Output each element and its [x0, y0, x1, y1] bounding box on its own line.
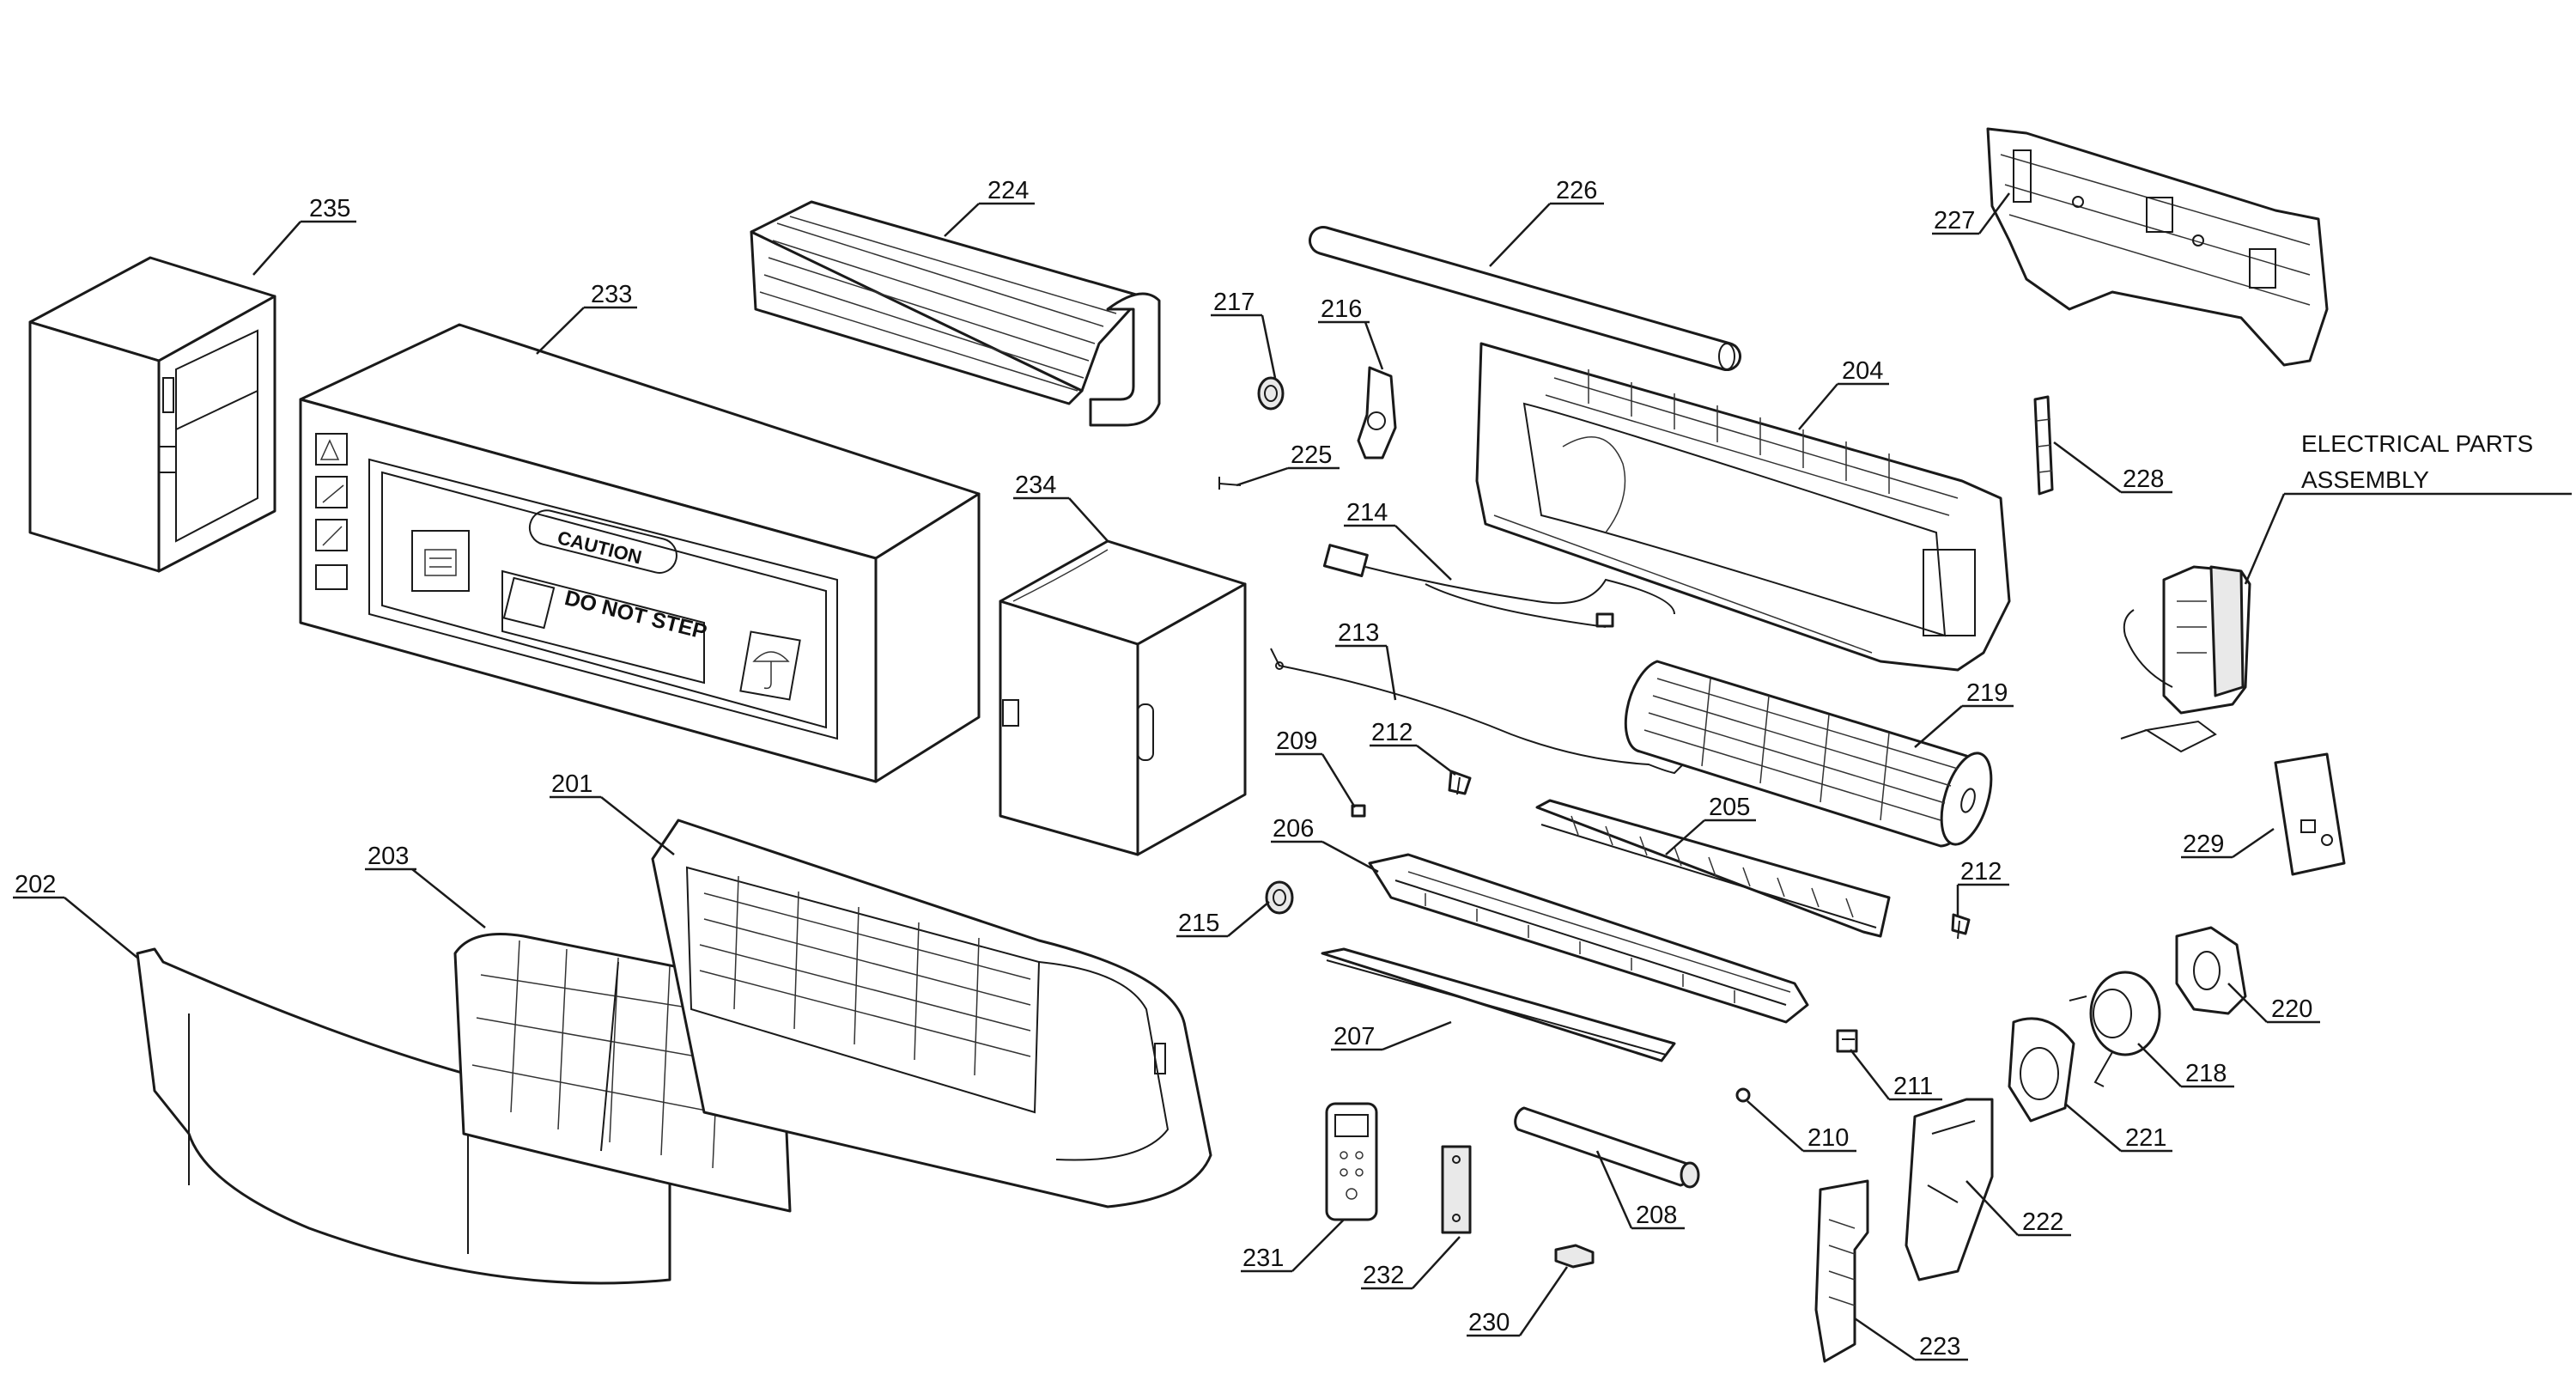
electrical-parts-line1: ELECTRICAL PARTS — [2301, 430, 2533, 457]
label-225: 225 — [1291, 441, 1332, 469]
label-227: 227 — [1934, 207, 1975, 234]
label-220: 220 — [2271, 995, 2312, 1023]
label-219: 219 — [1966, 679, 2008, 707]
label-234: 234 — [1015, 472, 1056, 499]
part-234-end-cushion — [999, 539, 1247, 856]
label-214: 214 — [1346, 499, 1388, 527]
part-231-remote — [1325, 1102, 1378, 1221]
part-209-screw — [1351, 804, 1366, 818]
part-224-evaporator — [750, 200, 1161, 427]
label-229: 229 — [2183, 831, 2224, 858]
label-205: 205 — [1709, 794, 1750, 821]
part-229-panel — [2274, 752, 2346, 876]
label-206: 206 — [1273, 815, 1314, 843]
label-218: 218 — [2185, 1060, 2227, 1087]
part-211-sensor — [1836, 1029, 1858, 1053]
part-208-shaft — [1514, 1106, 1700, 1189]
label-202: 202 — [15, 871, 56, 898]
part-210-screw — [1735, 1087, 1751, 1103]
label-231: 231 — [1242, 1245, 1284, 1272]
part-205-louvers — [1535, 799, 1891, 938]
label-204: 204 — [1842, 357, 1883, 385]
label-217: 217 — [1213, 289, 1255, 316]
part-221-motor-bracket — [2008, 1017, 2075, 1123]
label-221: 221 — [2125, 1124, 2166, 1152]
label-211: 211 — [1893, 1073, 1933, 1100]
part-230-battery — [1554, 1244, 1595, 1269]
part-223-pipe-cover — [1814, 1179, 1869, 1363]
part-227-mounting-plate — [1986, 127, 2329, 367]
part-212-clip-b — [1951, 913, 1971, 940]
label-203: 203 — [368, 843, 409, 870]
part-202-front-panel — [136, 947, 671, 1285]
part-220-motor-cover — [2175, 926, 2247, 1015]
label-212-b: 212 — [1960, 858, 2002, 886]
part-207-flap — [1321, 947, 1676, 1062]
label-224: 224 — [987, 177, 1029, 204]
part-222-cover — [1905, 1098, 1994, 1281]
part-235-end-cushion — [28, 256, 276, 573]
label-213: 213 — [1338, 619, 1379, 647]
part-215-knob — [1265, 880, 1294, 915]
label-226: 226 — [1556, 177, 1597, 204]
electrical-parts-line2: ASSEMBLY — [2301, 466, 2429, 493]
part-206-drain-pan — [1368, 853, 1809, 1024]
part-228-strip — [2033, 395, 2054, 496]
label-201: 201 — [551, 770, 592, 798]
electrical-parts-assembly — [2120, 565, 2251, 753]
labels-layer: 235 233 224 226 227 217 216 225 204 — [13, 177, 2572, 1361]
part-226-pipe — [1309, 225, 1741, 372]
label-216: 216 — [1321, 295, 1362, 323]
part-217-cap — [1257, 376, 1285, 411]
label-228: 228 — [2123, 466, 2164, 493]
label-212-a: 212 — [1371, 719, 1413, 746]
part-214-cable — [1322, 544, 1675, 628]
part-212-clip-a — [1448, 770, 1472, 795]
part-201-front-grille — [651, 819, 1212, 1208]
label-210: 210 — [1807, 1124, 1849, 1152]
part-232-remote-holder — [1441, 1145, 1472, 1234]
part-218-fan-motor — [2069, 971, 2161, 1087]
label-207: 207 — [1334, 1023, 1375, 1050]
label-208: 208 — [1636, 1202, 1677, 1229]
label-233: 233 — [591, 281, 632, 308]
label-222: 222 — [2022, 1208, 2063, 1236]
label-209: 209 — [1276, 727, 1317, 755]
label-230: 230 — [1468, 1309, 1510, 1336]
label-215: 215 — [1178, 910, 1219, 937]
part-219-fan — [1624, 660, 1993, 848]
label-223: 223 — [1919, 1333, 1960, 1360]
part-225-pin — [1218, 477, 1242, 490]
label-232: 232 — [1363, 1262, 1404, 1289]
label-235: 235 — [309, 195, 350, 222]
part-216-bracket — [1357, 366, 1397, 460]
part-233-carton-box: CAUTION DO NOT STEP — [299, 323, 981, 783]
part-213-wire — [1270, 648, 1688, 775]
part-204-chassis — [1475, 342, 2011, 672]
